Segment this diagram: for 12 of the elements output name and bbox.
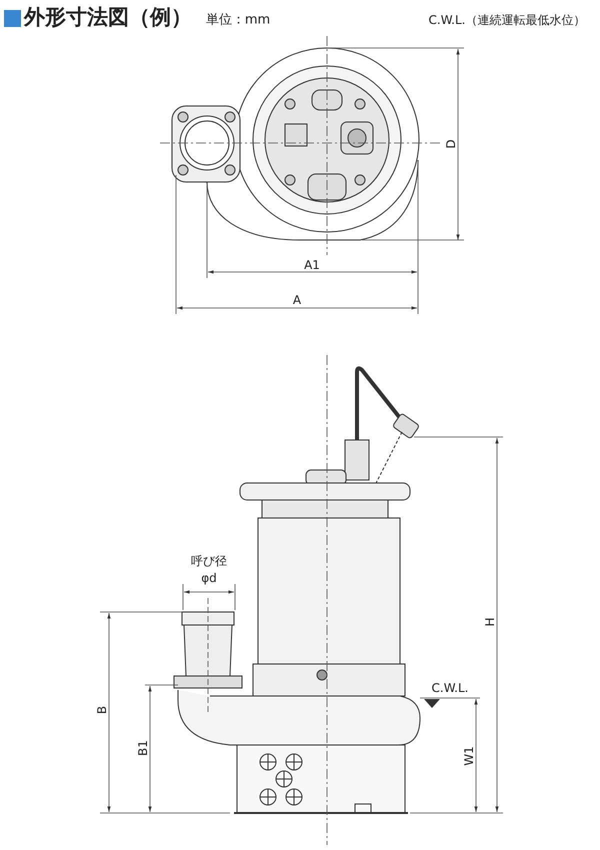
dimension-label: H bbox=[484, 617, 496, 627]
dimension-label: W1 bbox=[463, 746, 475, 766]
dimension-label: φd bbox=[201, 572, 217, 584]
title: 外形寸法図（例） bbox=[24, 7, 192, 28]
unit-note: 単位：mm bbox=[206, 14, 270, 26]
dimension-label: A bbox=[292, 294, 302, 306]
dimension-label: D bbox=[445, 139, 457, 149]
water-level-label: C.W.L. bbox=[432, 682, 468, 694]
dimension-label: B bbox=[96, 706, 108, 714]
dimension-label: A1 bbox=[304, 259, 320, 271]
size-label: 呼び径 bbox=[191, 555, 227, 567]
dimension-label: B1 bbox=[137, 740, 149, 756]
